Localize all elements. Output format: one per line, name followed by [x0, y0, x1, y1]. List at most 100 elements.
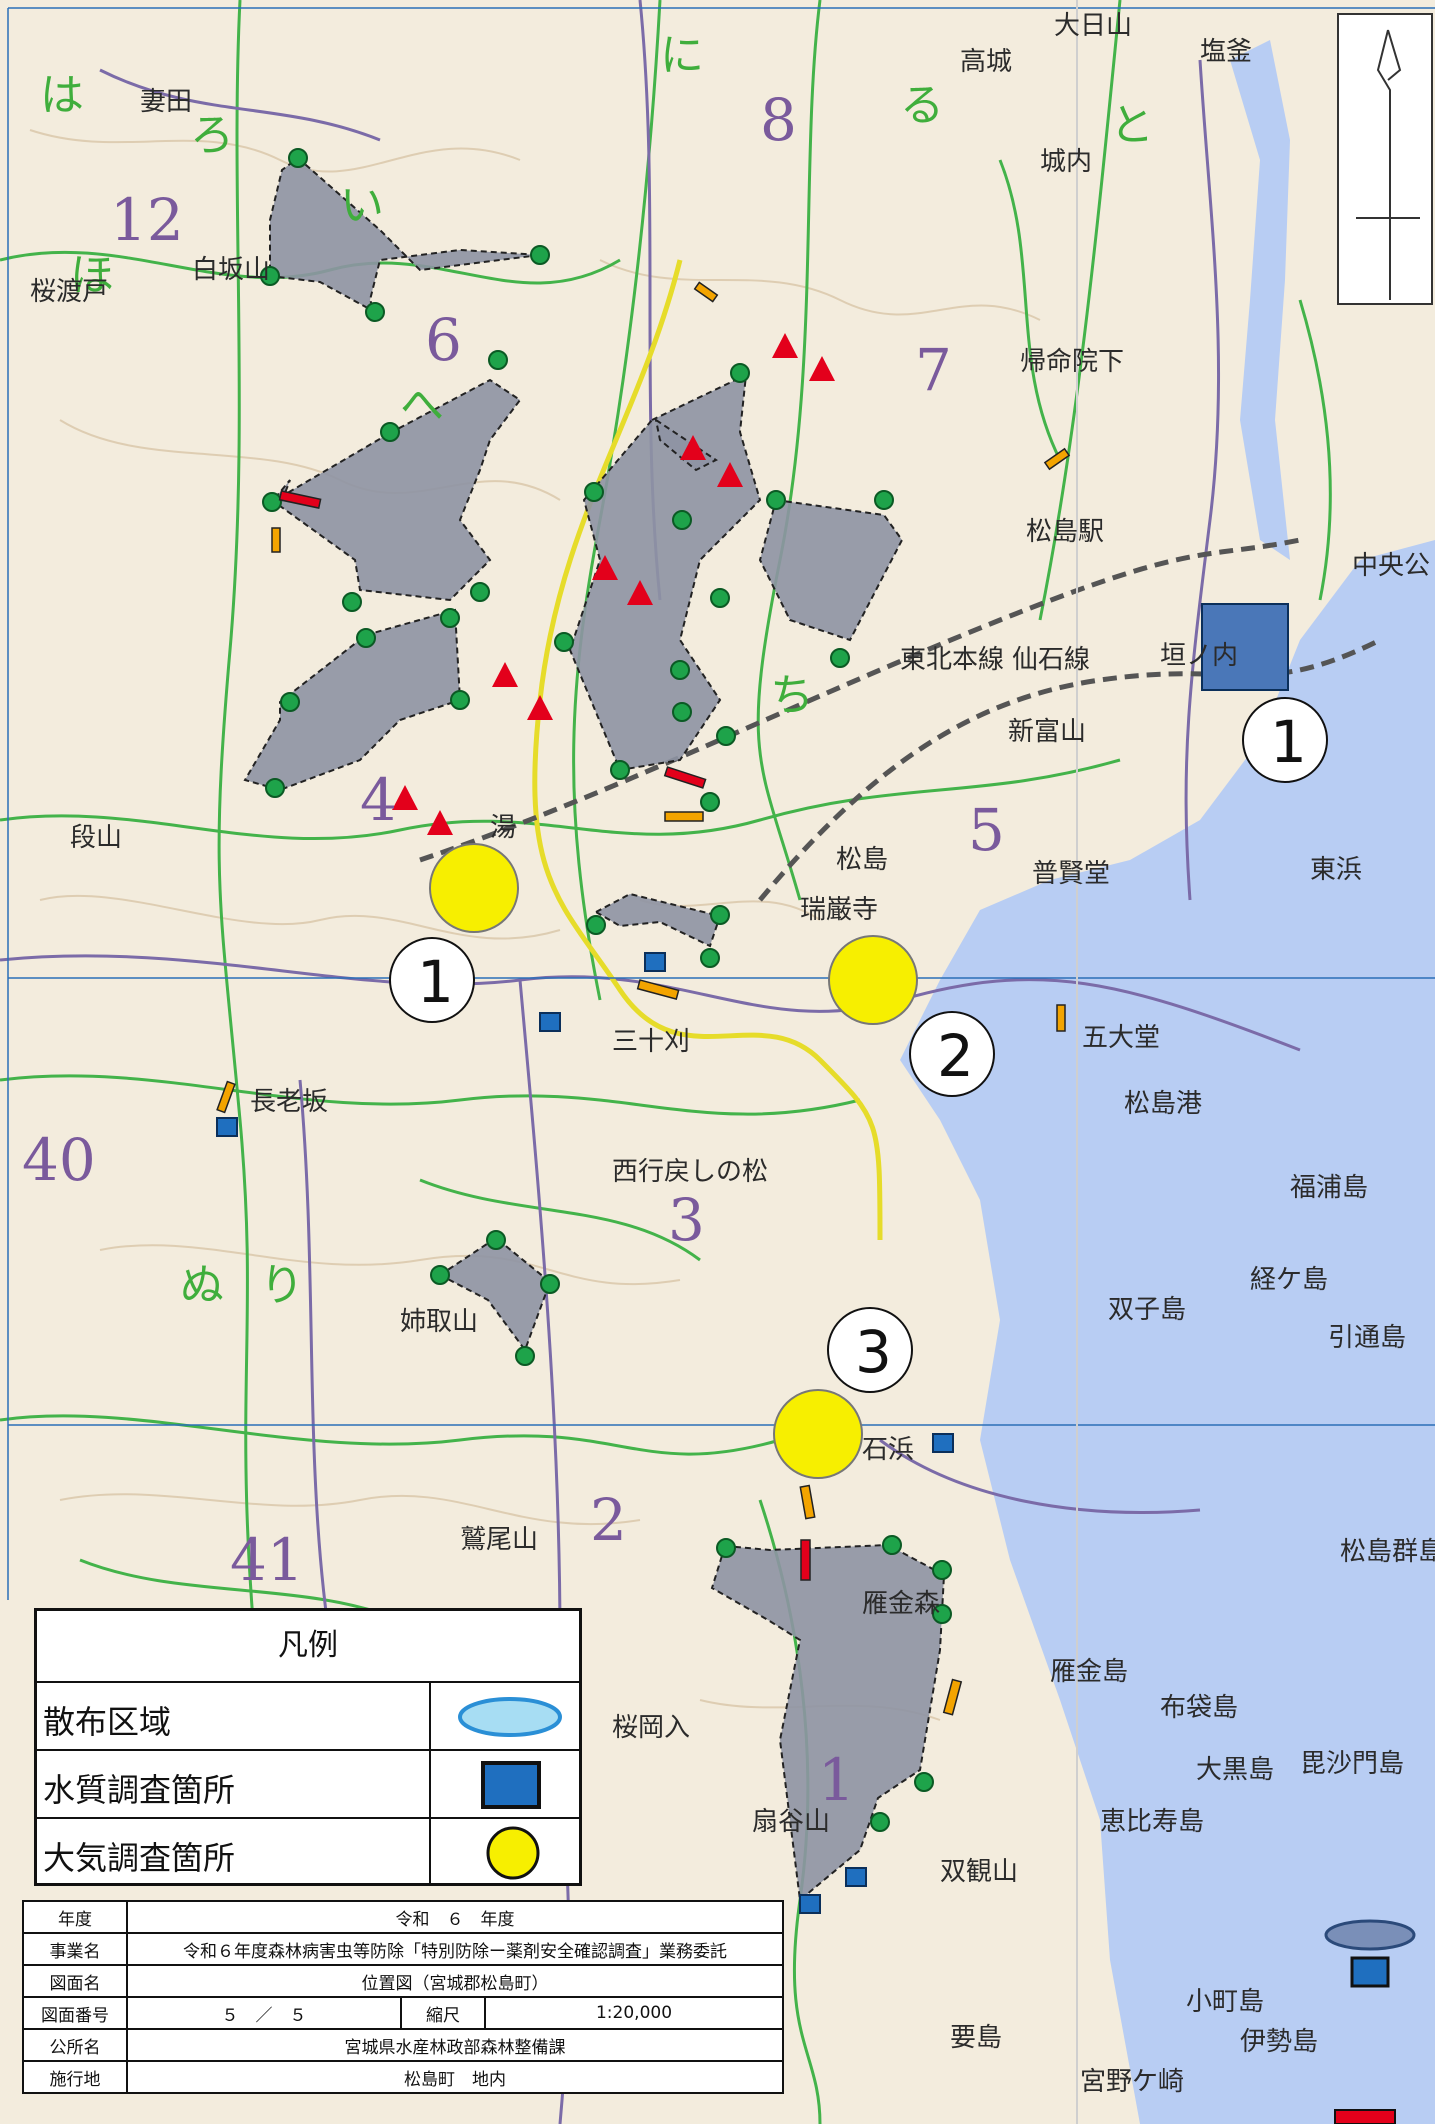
place-name: 要島	[950, 2023, 1002, 2053]
place-name: 扇谷山	[752, 1807, 830, 1837]
place-name: 宮野ケ崎	[1080, 2067, 1184, 2097]
spray-area-shrine	[593, 892, 722, 948]
place-name: 松島港	[1124, 1089, 1202, 1119]
place-name: 中央公	[1352, 551, 1430, 581]
marker-number: 1	[417, 948, 454, 1016]
legend-row-water: 水質調査箇所	[37, 1749, 579, 1817]
map-kana-label: に	[660, 30, 704, 81]
place-name: 三十刈	[612, 1027, 690, 1057]
compartment-number: 5	[968, 796, 1005, 864]
place-name: 石浜	[862, 1435, 914, 1465]
map-kana-label: り	[260, 1260, 304, 1311]
place-name: 東浜	[1310, 855, 1362, 885]
place-name: 湯	[490, 813, 516, 843]
table-row: 図面名 位置図（宮城郡松島町）	[22, 1964, 784, 1998]
spray-area-legend-icon	[458, 1697, 562, 1737]
place-name: 妻田	[140, 87, 192, 117]
marker-circle-3	[827, 1307, 913, 1393]
place-name: 桜渡戸	[30, 277, 108, 307]
place-name: 伊勢島	[1240, 2027, 1318, 2057]
table-row: 図面番号 ５ ／ ５ 縮尺 1:20,000	[22, 1996, 784, 2030]
place-name: 引通島	[1328, 1323, 1406, 1353]
sea-area	[900, 540, 1435, 2124]
place-name: 大日山	[1054, 11, 1132, 41]
table-row: 施行地 松島町 地内	[22, 2060, 784, 2094]
north-arrow-icon	[1376, 29, 1391, 300]
table-row: 年度 令和 ６ 年度	[22, 1900, 784, 1934]
map-kana-label: る	[900, 80, 944, 131]
orange-bar-group	[216, 281, 1071, 1716]
map-kana-label: と	[1110, 100, 1154, 151]
place-name: 段山	[70, 823, 122, 853]
place-name: 新富山	[1008, 717, 1086, 747]
map-kana-label: ち	[770, 670, 814, 721]
place-name: 城内	[1040, 147, 1092, 177]
table-row: 事業名 令和６年度森林病害虫等防除「特別防除ー薬剤安全確認調査」業務委託	[22, 1932, 784, 1966]
compartment-number: 8	[760, 86, 797, 154]
place-name: 松島	[836, 845, 888, 875]
place-name: 小町島	[1186, 1987, 1264, 2017]
place-name: 経ケ島	[1250, 1265, 1328, 1295]
place-name: 白坂山	[192, 255, 270, 285]
place-name: 雁金島	[1050, 1657, 1128, 1687]
air-survey-marker-group	[429, 843, 918, 1479]
compartment-number: 40	[22, 1126, 96, 1194]
legend-box: 凡例 散布区域 水質調査箇所 大気調査箇所	[34, 1608, 582, 1886]
place-name: 塩釜	[1200, 37, 1252, 67]
map-kana-label: ほ	[70, 250, 114, 301]
map-kana-label: は	[40, 70, 84, 121]
water-quality-symbol	[1350, 1956, 1390, 1988]
place-name: 大黒島	[1196, 1755, 1274, 1785]
water-quality-legend-icon	[481, 1761, 541, 1809]
water-quality-marker-group	[216, 603, 1289, 1914]
map-kana-label: い	[340, 180, 384, 231]
place-name: 布袋島	[1160, 1693, 1238, 1723]
map-kana-label: へ	[400, 380, 444, 431]
legend-label: 散布区域	[43, 1703, 172, 1741]
place-name: 東北本線	[900, 645, 1004, 675]
table-row: 公所名 宮城県水産林政部森林整備課	[22, 2028, 784, 2062]
compartment-number: 12	[110, 186, 184, 254]
place-name: 鷲尾山	[460, 1525, 538, 1555]
place-name: 恵比寿島	[1100, 1807, 1204, 1837]
spray-area-west	[271, 378, 522, 602]
place-name: 松島群島	[1340, 1537, 1435, 1567]
marker-number: 2	[937, 1022, 974, 1090]
north-arrow-box	[1337, 13, 1433, 305]
red-bar-group	[278, 490, 811, 1581]
place-name: 帰命院下	[1020, 347, 1124, 377]
legend-title: 凡例	[278, 1628, 338, 1663]
compartment-number: 7	[915, 336, 952, 404]
air-survey-legend-icon	[486, 1826, 540, 1880]
marker-circle-2	[909, 1011, 995, 1097]
place-name: 高城	[960, 47, 1012, 77]
place-name: 双子島	[1108, 1295, 1186, 1325]
spray-area-west-lower	[243, 608, 462, 792]
compartment-number: 41	[230, 1526, 304, 1594]
spray-area-anetori	[438, 1236, 552, 1353]
compartment-number: 2	[590, 1486, 627, 1554]
marker-number: 3	[855, 1318, 892, 1386]
place-name: 毘沙門島	[1300, 1749, 1404, 1779]
spray-area-north	[269, 156, 541, 315]
place-name: 雁金森	[862, 1589, 940, 1619]
marker-circle-1-east	[1242, 697, 1328, 783]
place-name: 垣ノ内	[1160, 641, 1238, 671]
place-name: 西行戻しの松	[612, 1157, 768, 1187]
place-name: 瑞巌寺	[800, 895, 878, 925]
place-name: 姉取山	[400, 1307, 478, 1337]
drawing-info-table: 年度 令和 ６ 年度 事業名 令和６年度森林病害虫等防除「特別防除ー薬剤安全確認…	[22, 1900, 784, 2094]
spray-area-symbol-ellipse	[1324, 1919, 1416, 1951]
map-kana-label: ぬ	[180, 1260, 224, 1311]
compartment-number: 4	[360, 766, 397, 834]
compartment-number: 3	[668, 1186, 705, 1254]
place-name: 福浦島	[1290, 1173, 1368, 1203]
legend-row-spray: 散布区域	[37, 1681, 579, 1749]
marker-number: 1	[1270, 708, 1307, 776]
place-name: 長老坂	[250, 1087, 328, 1117]
survey-dot-group	[260, 148, 952, 1832]
place-name: 双観山	[940, 1857, 1018, 1887]
legend-label: 大気調査箇所	[43, 1839, 236, 1877]
map-kana-label: ろ	[190, 110, 234, 161]
compartment-number: 1	[818, 1746, 855, 1814]
